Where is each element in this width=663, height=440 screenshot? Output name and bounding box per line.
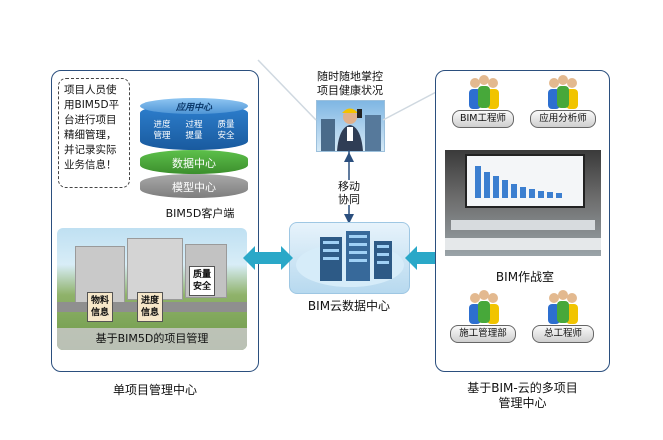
client-label: BIM5D客户端 [165,207,235,220]
role-chief-engineer: 总工程师 [532,325,594,343]
desk-row [445,238,601,250]
people-group-icon [548,75,578,109]
role-analyst: 应用分析师 [530,110,596,128]
people-group-icon [548,290,578,324]
construction-scene: 物料 信息 进度 信息 质量 安全 基于BIM5D的项目管理 [57,228,247,350]
building [127,238,183,300]
mobile-collab-label: 移动 协同 [324,180,374,206]
people-group-icon [469,290,499,324]
health-caption: 随时随地掌控 项目健康状况 [300,70,400,98]
usage-note: 项目人员使 用BIM5D平 台进行项目 精细管理， 并记录实际 业务信息！ [58,78,130,188]
mobile-collab-line: 移动 [338,180,360,193]
note-line: 并记录实际 [64,144,117,156]
screen-bar-chart-icon [475,166,562,198]
role-bim-engineer: BIM工程师 [452,110,514,128]
cloud-data-center [289,222,410,294]
scene-band-label: 基于BIM5D的项目管理 [57,328,247,350]
mobile-collab-line: 协同 [338,193,360,206]
note-line: 台进行项目 [64,114,117,126]
multi-project-caption-line: 管理中心 [498,396,547,410]
app-progress-label: 进度 管理 [153,120,171,141]
quality-safety-tag: 质量 安全 [189,266,216,296]
cloud-caption: BIM云数据中心 [307,299,391,313]
desk-row [451,220,595,230]
role-construction-dept: 施工管理部 [450,325,516,343]
health-caption-line: 随时随地掌控 [317,70,383,83]
multi-project-caption-line: 基于BIM-云的多项目 [467,381,578,395]
engineer-figure-icon [321,108,381,151]
material-info-tag: 物料 信息 [87,292,114,322]
model-center-label: 模型中心 [172,181,216,194]
note-line: 精细管理， [64,129,117,141]
app-center-top [140,98,248,114]
left-double-arrow-icon [243,246,293,270]
health-caption-line: 项目健康状况 [317,84,383,97]
server-cloud-icon [296,231,404,287]
building [75,246,125,304]
data-center-layer [140,150,248,174]
war-room-caption: BIM作战室 [495,270,555,284]
people-group-icon [469,75,499,109]
app-center-label: 应用中心 [175,103,212,113]
data-center-label: 数据中心 [172,157,216,170]
model-center-layer [140,174,248,198]
single-project-caption: 单项目管理中心 [112,383,197,397]
multi-project-caption: 基于BIM-云的多项目 管理中心 [440,381,605,411]
engineer-photo [316,100,385,152]
war-room-image [445,150,601,256]
note-line: 业务信息！ [64,159,117,171]
app-quality-label: 质量 安全 [217,120,235,141]
note-line: 用BIM5D平 [64,99,120,111]
progress-info-tag: 进度 信息 [137,292,164,322]
app-quantity-label: 过程 提量 [185,120,203,141]
note-line: 项目人员使 [64,84,117,96]
